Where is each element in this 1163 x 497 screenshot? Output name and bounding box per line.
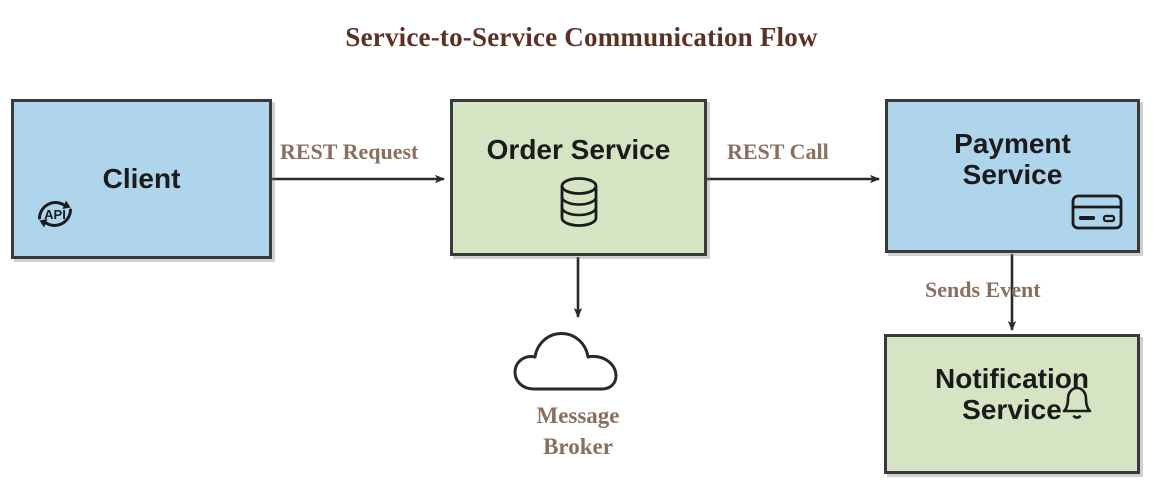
node-payment-service[interactable]: Payment Service bbox=[885, 99, 1140, 253]
api-sync-icon: API bbox=[26, 185, 84, 248]
node-client-label: Client bbox=[102, 163, 181, 195]
node-message-broker[interactable] bbox=[512, 325, 644, 393]
edge-label-sends-event: Sends Event bbox=[925, 277, 1041, 302]
node-notification-service-label: Notification Service bbox=[935, 363, 1089, 426]
svg-text:API: API bbox=[44, 207, 66, 222]
diagram-title: Service-to-Service Communication Flow bbox=[345, 22, 818, 52]
edge-label-rest-call: REST Call bbox=[727, 139, 829, 164]
database-icon bbox=[556, 174, 602, 235]
node-notification-service[interactable]: Notification Service bbox=[884, 334, 1140, 474]
node-order-service-label: Order Service bbox=[486, 134, 671, 165]
node-payment-service-label: Payment Service bbox=[954, 128, 1071, 191]
bell-icon bbox=[1057, 382, 1097, 429]
node-message-broker-label: Message Broker bbox=[536, 403, 620, 460]
edge-label-rest-request: REST Request bbox=[280, 139, 419, 164]
credit-card-icon bbox=[1071, 193, 1123, 236]
node-client[interactable]: Client API bbox=[11, 99, 272, 259]
node-order-service[interactable]: Order Service bbox=[450, 99, 707, 256]
